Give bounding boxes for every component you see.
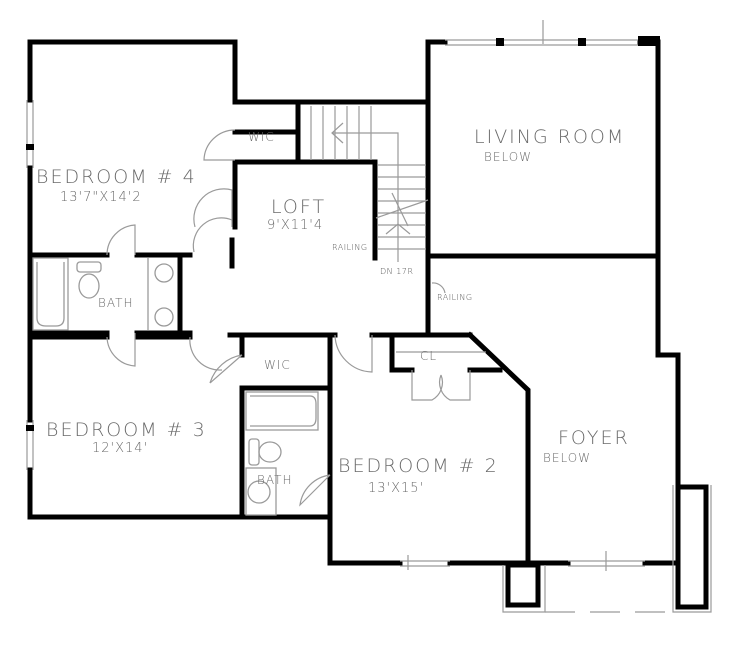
bath-left-label: BATH — [98, 296, 134, 310]
wic-top-label: WIC — [248, 130, 275, 144]
railing-loft-label: RAILING — [332, 243, 368, 252]
foyer-label: FOYER — [558, 427, 630, 449]
bedroom4-label: BEDROOM # 4 — [36, 166, 197, 188]
bedroom3-label: BEDROOM # 3 — [46, 419, 207, 441]
railing-foyer-label: RAILING — [437, 293, 473, 302]
stair-direction-label: DN 17R — [380, 267, 414, 276]
living-room-note: BELOW — [484, 150, 533, 164]
doors — [106, 129, 486, 507]
staircase — [310, 106, 429, 262]
bath-fixtures — [32, 257, 319, 516]
bath-mid-label: BATH — [257, 473, 293, 487]
bedroom3-dims: 12'X14' — [92, 441, 149, 456]
bedroom2-label: BEDROOM # 2 — [338, 455, 499, 477]
loft-dims: 9'X11'4 — [267, 218, 324, 233]
foyer-note: BELOW — [543, 451, 592, 465]
closet-label: CL — [420, 349, 438, 363]
bedroom4-dims: 13'7"X14'2 — [60, 190, 142, 205]
living-room-label: LIVING ROOM — [474, 126, 626, 148]
loft-label: LOFT — [271, 196, 327, 218]
walls — [27, 39, 709, 610]
wic-mid-label: WIC — [264, 358, 291, 372]
windows — [26, 20, 712, 613]
bedroom2-dims: 13'X15' — [368, 481, 425, 496]
